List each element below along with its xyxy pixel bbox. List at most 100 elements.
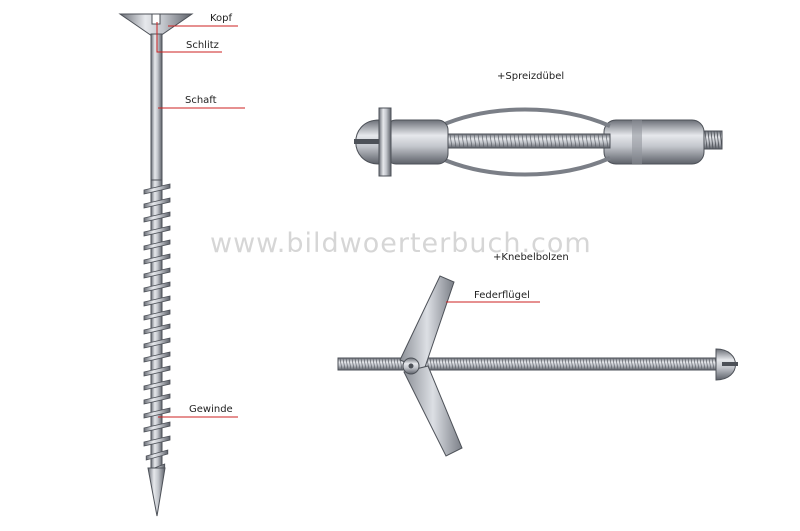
toggle-rod-thread-turn: [342, 357, 346, 371]
anchor-rod-thread-turn: [473, 133, 477, 149]
anchor-rod-thread-turn: [497, 133, 501, 149]
label-schaft: Schaft: [185, 95, 217, 106]
toggle-rod-thread-turn: [549, 357, 553, 371]
toggle-rod-thread-turn: [633, 357, 637, 371]
anchor-rod-thread-turn: [541, 133, 545, 149]
screw-thread-turn: [143, 281, 171, 293]
toggle-rod-thread-turn: [543, 357, 547, 371]
toggle-rod-thread-turn: [471, 357, 475, 371]
screw-thread-turn: [143, 239, 171, 251]
toggle-rod-thread-turn: [645, 357, 649, 371]
wood-screw: [118, 13, 194, 517]
leader-schlitz: [156, 22, 222, 53]
screw-thread-turn: [143, 435, 171, 447]
toggle-rod-thread-turn: [693, 357, 697, 371]
toggle-rod-thread-turn: [459, 357, 463, 371]
anchor-rod-threads: [445, 133, 609, 149]
toggle-rod-thread-turn: [675, 357, 679, 371]
anchor-rod-thread-turn: [597, 133, 601, 149]
toggle-wing-lower: [403, 365, 463, 457]
title-knebelbolzen-text: Knebelbolzen: [501, 252, 569, 263]
toggle-rod-thread-turn: [696, 357, 700, 371]
toggle-rod-thread-turn: [540, 357, 544, 371]
toggle-rod-thread-turn: [537, 357, 541, 371]
anchor-rod-thread-turn: [585, 133, 589, 149]
toggle-rod-thread-turn: [681, 357, 685, 371]
toggle-rod-thread-turn: [438, 357, 442, 371]
anchor-cone-groove: [632, 120, 642, 164]
anchor-rod-thread-turn: [537, 133, 541, 149]
anchor-sleeve: [385, 119, 449, 165]
anchor-rod-thread-turn: [469, 133, 473, 149]
toggle-rod-thread-turn: [348, 357, 352, 371]
toggle-rod-thread-turn: [546, 357, 550, 371]
toggle-rod-thread-turn: [636, 357, 640, 371]
toggle-rod-thread-turn: [381, 357, 385, 371]
anchor-rod-thread-turn: [581, 133, 585, 149]
anchor-rod-thread-turn: [545, 133, 549, 149]
expansion-anchor: [354, 107, 723, 177]
toggle-rod-thread-turn: [495, 357, 499, 371]
toggle-rod-thread-turn: [555, 357, 559, 371]
anchor-rod-thread-turn: [461, 133, 465, 149]
anchor-rod-thread-turn: [449, 133, 453, 149]
toggle-rod-thread-turn: [396, 357, 400, 371]
toggle-rod-thread-turn: [627, 357, 631, 371]
toggle-rod-thread-turn: [651, 357, 655, 371]
toggle-rod-thread-turn: [648, 357, 652, 371]
screw-thread-turn: [143, 253, 171, 265]
toggle-rod-thread-turn: [711, 357, 715, 371]
toggle-rod-thread-turn: [552, 357, 556, 371]
toggle-rod-thread-turn: [660, 357, 664, 371]
anchor-rod-thread-turn: [513, 133, 517, 149]
toggle-rod-thread-turn: [516, 357, 520, 371]
toggle-rod-thread-turn: [534, 357, 538, 371]
toggle-rod-thread-turn: [519, 357, 523, 371]
toggle-rod-thread-turn: [339, 357, 343, 371]
anchor-rod-thread-turn: [493, 133, 497, 149]
anchor-rod-thread-turn: [549, 133, 553, 149]
screw-thread-turn: [143, 393, 171, 405]
anchor-rod-thread-turn: [485, 133, 489, 149]
toggle-rod-thread-turn: [444, 357, 448, 371]
toggle-head-slot: [722, 362, 738, 366]
title-spreizduebel: +Spreizdübel: [497, 71, 565, 82]
toggle-rod-thread-turn: [435, 357, 439, 371]
label-federfluegel: Federflügel: [474, 290, 530, 301]
toggle-rod-thread-turn: [498, 357, 502, 371]
toggle-rod-thread-turn: [462, 357, 466, 371]
toggle-rod-thread-turn: [612, 357, 616, 371]
toggle-rod-thread-turn: [501, 357, 505, 371]
toggle-rod-thread-turn: [684, 357, 688, 371]
anchor-rod-thread-turn: [557, 133, 561, 149]
anchor-rod-thread-turn: [593, 133, 597, 149]
toggle-rod-thread-turn: [615, 357, 619, 371]
anchor-rod-thread-turn: [505, 133, 509, 149]
toggle-rod-thread-turn: [708, 357, 712, 371]
toggle-rod-thread-turn: [432, 357, 436, 371]
anchor-leg-top: [439, 107, 611, 128]
anchor-head-slot: [354, 139, 379, 144]
toggle-rod-thread-turn: [558, 357, 562, 371]
toggle-rod-thread-turn: [363, 357, 367, 371]
toggle-rod-thread-turn: [474, 357, 478, 371]
anchor-rod-thread-turn: [465, 133, 469, 149]
anchor-bolt-thread-turn: [713, 130, 717, 150]
leader-lines: [156, 22, 540, 418]
toggle-rod-thread-turn: [372, 357, 376, 371]
toggle-rod-thread-turn: [567, 357, 571, 371]
toggle-rod-thread-turn: [468, 357, 472, 371]
toggle-rod-thread-turn: [429, 357, 433, 371]
anchor-bolt-thread-turn: [719, 130, 723, 150]
anchor-rod-thread-turn: [517, 133, 521, 149]
anchor-rod-thread-turn: [453, 133, 457, 149]
anchor-bolt-thread-turn: [704, 130, 708, 150]
toggle-rod-thread-turn: [561, 357, 565, 371]
anchor-rod-thread-turn: [569, 133, 573, 149]
toggle-rod-thread-turn: [621, 357, 625, 371]
toggle-rod-thread-turn: [369, 357, 373, 371]
screw-threads: [143, 183, 171, 475]
toggle-bolt: [337, 275, 738, 457]
toggle-rod-thread-turn: [450, 357, 454, 371]
toggle-rod-thread-turn: [354, 357, 358, 371]
